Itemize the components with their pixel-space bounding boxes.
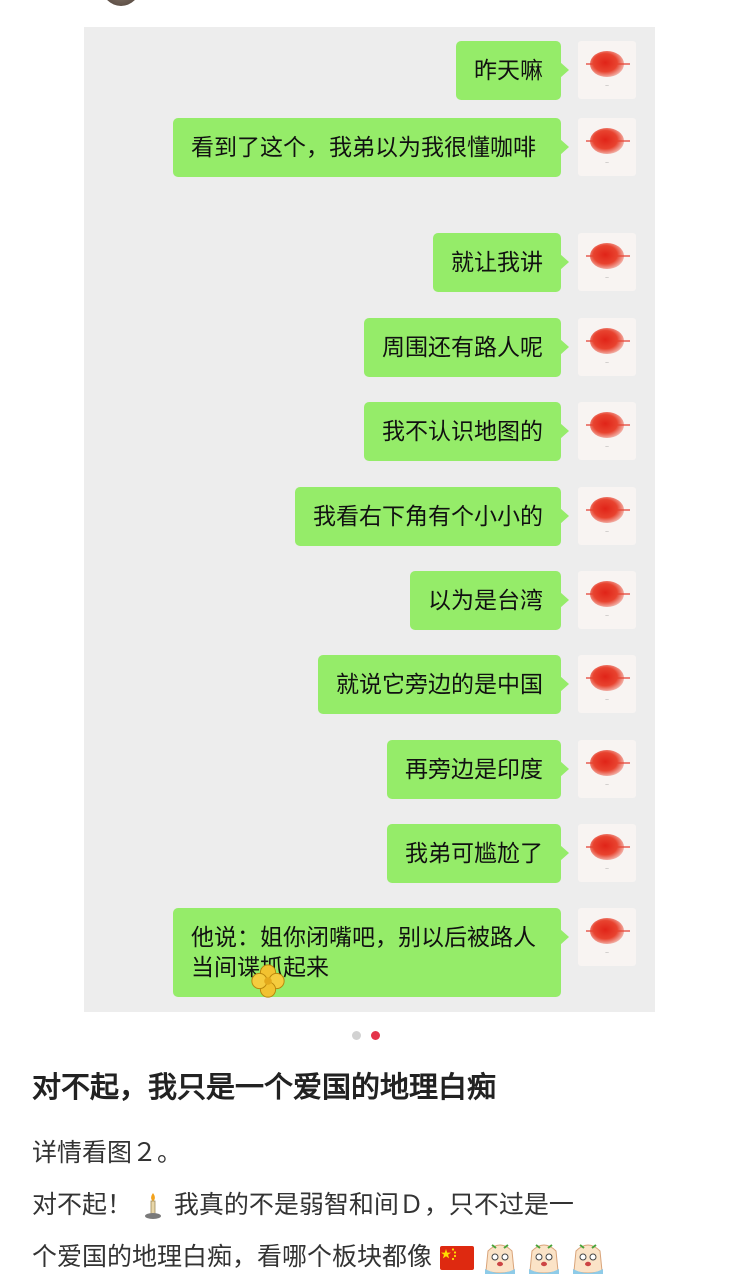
post-body-line: 详情看图２。 — [32, 1138, 183, 1167]
red-sun-avatar-icon: ·· — [578, 740, 636, 798]
chat-message-row: 再旁边是印度 — [387, 740, 569, 799]
post-title: 对不起，我只是一个爱国的地理白痴 — [32, 1070, 497, 1104]
post-body-text: 个爱国的地理白痴，看哪个板块都像 — [32, 1242, 433, 1271]
carousel-dot-active[interactable] — [371, 1031, 380, 1040]
chat-bubble: 周围还有路人呢 — [364, 318, 569, 377]
red-sun-avatar-icon: ·· — [578, 41, 636, 99]
post-body: 详情看图２。 对不起！ 我真的不是弱智和间Ｄ，只不过是一 个爱国的地理白痴，看哪… — [32, 1127, 722, 1280]
red-sun-avatar-icon: ·· — [578, 571, 636, 629]
red-sun-avatar-icon: ·· — [578, 233, 636, 291]
post-body-line: 个爱国的地理白痴，看哪个板块都像 — [32, 1231, 722, 1280]
post-body-line: 对不起！ 我真的不是弱智和间Ｄ，只不过是一 — [32, 1179, 722, 1231]
author-avatar[interactable] — [102, 0, 140, 6]
chat-screenshot-image[interactable]: 昨天嘛 ·· 看到了这个，我弟以为我很懂咖啡 ·· 就让我讲 ·· 周围还有路人… — [84, 27, 655, 1012]
chat-message-row: 看到了这个，我弟以为我很懂咖啡 — [173, 118, 569, 177]
red-sun-avatar-icon: ·· — [578, 318, 636, 376]
chat-bubble: 我不认识地图的 — [364, 402, 569, 461]
chat-bubble: 以为是台湾 — [410, 571, 569, 630]
yellow-clover-sticker-icon — [251, 964, 285, 998]
chat-message-row: 他说：姐你闭嘴吧，别以后被路人当间谍抓起来 — [173, 908, 569, 997]
chat-bubble: 就说它旁边的是中国 — [318, 655, 569, 714]
chat-bubble: 我弟可尴尬了 — [387, 824, 569, 883]
chat-message-row: 以为是台湾 — [410, 571, 569, 630]
crying-face-emoji-icon — [572, 1244, 603, 1274]
carousel-dot[interactable] — [352, 1031, 361, 1040]
red-sun-avatar-icon: ·· — [578, 118, 636, 176]
chat-message-row: 昨天嘛 — [456, 41, 569, 100]
chat-bubble: 再旁边是印度 — [387, 740, 569, 799]
chat-bubble: 昨天嘛 — [456, 41, 569, 100]
chat-message-row: 周围还有路人呢 — [364, 318, 569, 377]
crying-face-emoji-icon — [484, 1244, 515, 1274]
red-sun-avatar-icon: ·· — [578, 655, 636, 713]
chat-bubble: 他说：姐你闭嘴吧，别以后被路人当间谍抓起来 — [173, 908, 569, 997]
chat-message-row: 我看右下角有个小小的 — [295, 487, 569, 546]
red-sun-avatar-icon: ·· — [578, 824, 636, 882]
carousel-indicator[interactable] — [352, 1031, 380, 1040]
chat-message-row: 就说它旁边的是中国 — [318, 655, 569, 714]
china-flag-emoji-icon — [439, 1246, 474, 1270]
chat-message-row: 我弟可尴尬了 — [387, 824, 569, 883]
chat-bubble: 看到了这个，我弟以为我很懂咖啡 — [173, 118, 569, 177]
red-sun-avatar-icon: ·· — [578, 908, 636, 966]
chat-bubble: 我看右下角有个小小的 — [295, 487, 569, 546]
chat-message-row: 就让我讲 — [433, 233, 569, 292]
chat-bubble: 就让我讲 — [433, 233, 569, 292]
chat-message-row: 我不认识地图的 — [364, 402, 569, 461]
crying-face-emoji-icon — [528, 1244, 559, 1274]
post-body-text: 对不起！ — [32, 1190, 133, 1219]
red-sun-avatar-icon: ·· — [578, 487, 636, 545]
candle-emoji-icon — [144, 1193, 161, 1219]
post-body-text: 我真的不是弱智和间Ｄ，只不过是一 — [173, 1190, 574, 1219]
red-sun-avatar-icon: ·· — [578, 402, 636, 460]
